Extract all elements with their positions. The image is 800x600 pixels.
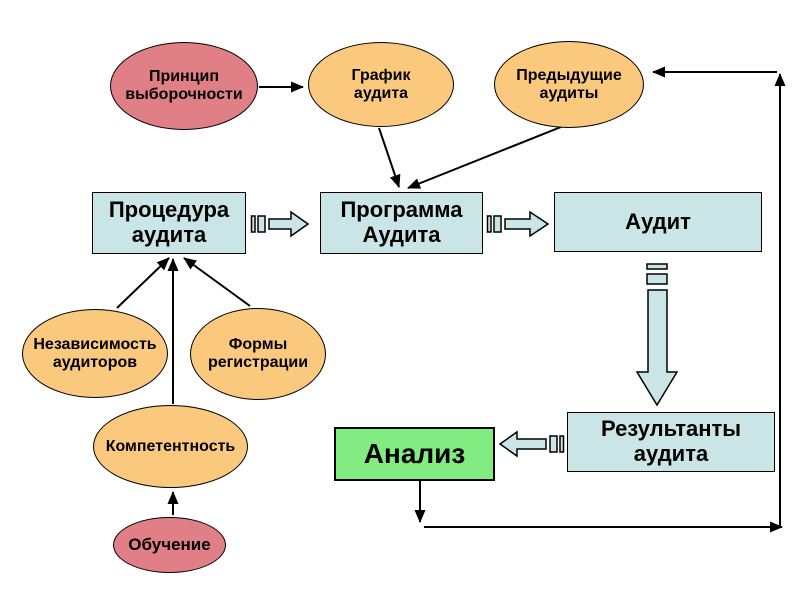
node-previous-audits: Предыдущие аудиты bbox=[494, 41, 644, 128]
node-auditor-independence-label: Независимость аудиторов bbox=[33, 335, 157, 371]
node-sampling-principle: Принцип выборочности bbox=[110, 42, 258, 130]
node-auditor-independence: Независимость аудиторов bbox=[22, 309, 168, 398]
striped-arrow-procedure-to-program bbox=[250, 210, 310, 238]
node-audit-schedule: График аудита bbox=[308, 42, 454, 127]
striped-arrow-results-to-analysis bbox=[498, 430, 565, 458]
node-competence: Компетентность bbox=[93, 405, 248, 488]
striped-arrow-program-to-audit bbox=[486, 210, 550, 238]
node-previous-audits-label: Предыдущие аудиты bbox=[516, 66, 622, 102]
node-audit: Аудит bbox=[554, 192, 762, 252]
node-audit-results-label: Результанты аудита bbox=[600, 416, 742, 466]
node-analysis-label: Анализ bbox=[363, 438, 466, 470]
edge-independence-to-procedure bbox=[116, 257, 170, 309]
striped-arrow-audit-to-results bbox=[635, 263, 679, 407]
node-training: Обучение bbox=[113, 517, 226, 573]
edge-previous-to-program bbox=[407, 126, 562, 189]
edge-forms-to-procedure bbox=[183, 257, 251, 307]
node-competence-label: Компетентность bbox=[105, 437, 236, 455]
node-registration-forms: Формы регистрации bbox=[190, 308, 326, 400]
node-registration-forms-label: Формы регистрации bbox=[207, 336, 309, 371]
node-audit-program-label: Программа Аудита bbox=[340, 197, 463, 247]
node-audit-label: Аудит bbox=[625, 208, 691, 234]
node-audit-program: Программа Аудита bbox=[320, 192, 483, 254]
node-audit-schedule-label: График аудита bbox=[351, 66, 411, 102]
node-audit-procedure-label: Процедура аудита bbox=[108, 197, 230, 247]
node-audit-procedure: Процедура аудита bbox=[92, 192, 246, 254]
node-audit-results: Результанты аудита bbox=[567, 412, 775, 472]
node-analysis: Анализ bbox=[334, 427, 495, 481]
node-training-label: Обучение bbox=[128, 535, 211, 555]
node-sampling-principle-label: Принцип выборочности bbox=[125, 68, 243, 103]
edge-schedule-to-program bbox=[378, 127, 401, 188]
